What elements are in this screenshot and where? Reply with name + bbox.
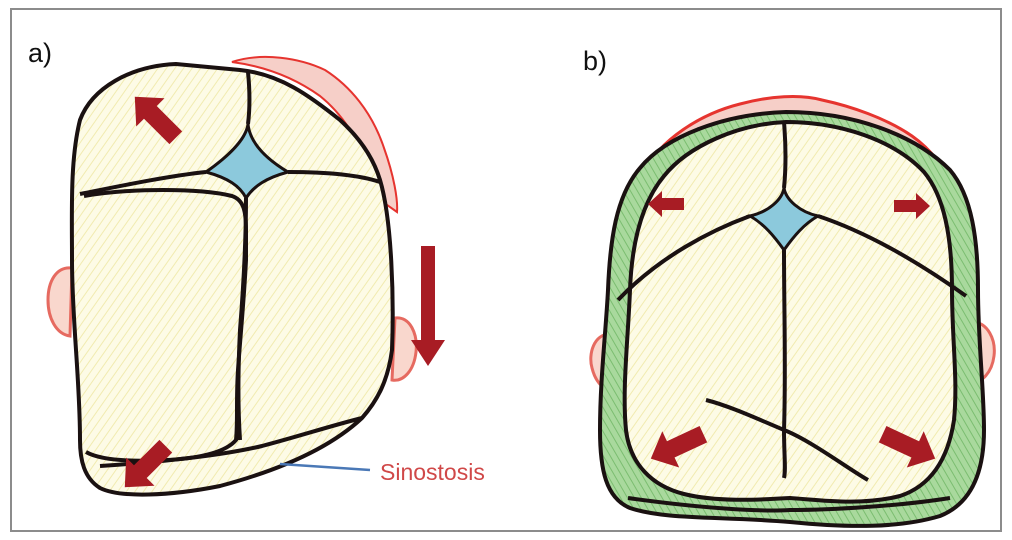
panel-a: a) [28,38,485,501]
panel-b-label: b) [583,46,607,76]
sinostosis-label: Sinostosis [380,459,485,485]
pointer-line [280,464,370,470]
panel-b: b) [583,46,994,526]
skull-outline-a [72,64,393,495]
panel-a-label: a) [28,38,52,68]
right-ear-a [392,318,416,380]
left-ear-a [48,268,72,336]
